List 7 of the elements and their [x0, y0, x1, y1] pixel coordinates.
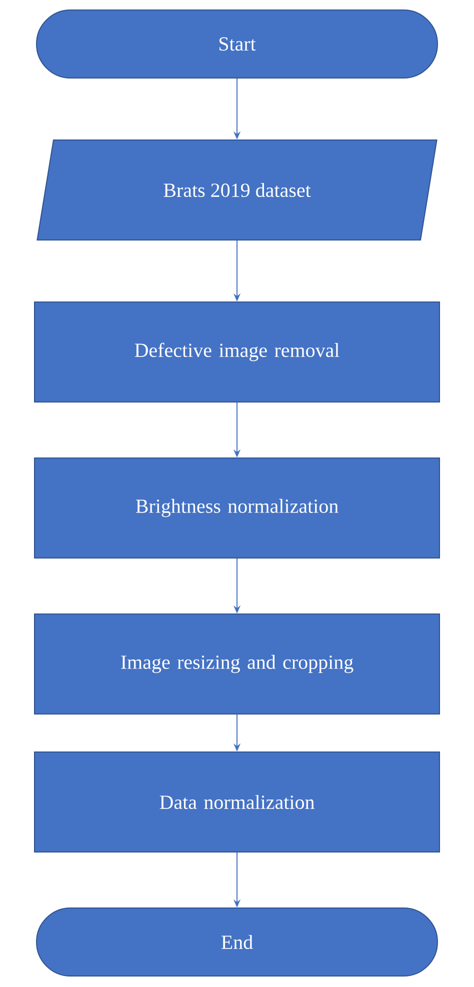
- data-parallelogram: Brats 2019 dataset: [36, 140, 438, 240]
- process-box: Brightness normalization: [34, 458, 440, 558]
- process-box: Defective image removal: [34, 302, 440, 402]
- terminal-box: Start: [36, 10, 438, 78]
- process-box: Image resizing and cropping: [34, 614, 440, 714]
- terminal-box: End: [36, 908, 438, 976]
- process-box: Data normalization: [34, 752, 440, 852]
